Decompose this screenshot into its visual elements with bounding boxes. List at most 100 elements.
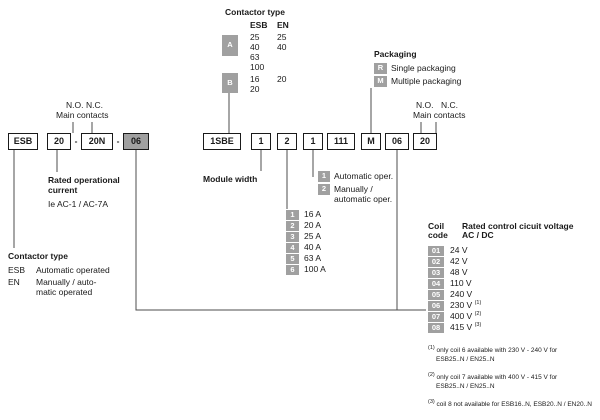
coil-code: 01: [428, 246, 444, 256]
footnote-1-marker: (1): [428, 344, 435, 351]
amperage-code: 6: [286, 265, 299, 275]
amperage-code: 5: [286, 254, 299, 264]
table-cell: 20: [250, 84, 260, 94]
packaging-label-multiple: Multiple packaging: [391, 76, 462, 86]
packaging-label-single: Single packaging: [391, 63, 456, 73]
amperage-code: 2: [286, 221, 299, 231]
footnote-3-marker: (3): [428, 398, 435, 405]
legend-code-esb: ESB: [8, 265, 26, 275]
table-cell: 25: [277, 32, 287, 42]
code-box-packaging: M: [361, 133, 381, 150]
table-cell: 63: [250, 52, 260, 62]
coil-code: 03: [428, 268, 444, 278]
coil-voltage-text: 240 V: [450, 289, 473, 299]
right-main-contacts-label: Main contacts: [413, 110, 466, 120]
operation-label-2a: Manually /: [334, 184, 373, 194]
coil-voltage: 400 V (2): [450, 311, 482, 322]
code-box-coil-left: 06: [123, 133, 149, 150]
amperage-label: 20 A: [304, 220, 322, 230]
top-contactor-type-table: Contactor type ESB EN A 25 25 40 40 63 1…: [222, 7, 347, 103]
coil-voltage-note: (1): [474, 300, 482, 307]
connector-left06-to-coil-table: [135, 150, 426, 311]
top-table-title: Contactor type: [225, 7, 285, 17]
coil-code: 07: [428, 312, 444, 322]
code-box-main-contacts-left: 20: [47, 133, 71, 150]
coil-code: 04: [428, 279, 444, 289]
right-no-label: N.O.: [416, 100, 434, 110]
coil-voltage-text: 24 V: [450, 245, 468, 255]
footnote-3-text: coil 8 not available for ESB16..N, ESB20…: [436, 401, 592, 408]
footnote-1: (1) only coil 6 available with 230 V - 2…: [428, 344, 558, 354]
amperage-label: 16 A: [304, 209, 322, 219]
code-dash: -: [116, 135, 120, 146]
code-box-esb: ESB: [8, 133, 38, 150]
operation-code-2: 2: [318, 184, 330, 195]
footnote-2-cont: ESB25..N / EN25..N: [436, 383, 495, 390]
code-box-coil-right: 06: [385, 133, 409, 150]
table-cell: 40: [277, 42, 287, 52]
coil-header-1b: code: [428, 230, 448, 240]
module-width-label: Module width: [203, 174, 258, 184]
legend-label-en-2: matic operated: [36, 287, 93, 297]
coil-voltage: 415 V (3): [450, 322, 482, 333]
coil-voltage-text: 110 V: [450, 278, 472, 288]
packaging-code-m: M: [374, 76, 387, 87]
left-no-label: N.O.: [66, 100, 84, 110]
amperage-label: 100 A: [304, 264, 326, 274]
coil-voltage: 42 V: [450, 256, 468, 267]
table-cell: 25: [250, 32, 260, 42]
amperage-label: 40 A: [304, 242, 322, 252]
coil-code: 02: [428, 257, 444, 267]
right-nc-label: N.C.: [441, 100, 458, 110]
amperage-code: 4: [286, 243, 299, 253]
coil-voltage-note: (3): [474, 322, 482, 329]
table-cell: 40: [250, 42, 260, 52]
code-box-20n: 20N: [81, 133, 113, 150]
packaging-title: Packaging: [374, 49, 417, 59]
table-cell: 100: [250, 62, 265, 72]
amperage-code: 1: [286, 210, 299, 220]
footnote-1-text: only coil 6 available with 230 V - 240 V…: [436, 347, 558, 354]
coil-code: 08: [428, 323, 444, 333]
code-box-main-contacts-right: 20: [413, 133, 437, 150]
code-box-current: 2: [277, 133, 297, 150]
coil-voltage-text: 42 V: [450, 256, 468, 266]
coil-voltage: 230 V (1): [450, 300, 482, 311]
footnote-2-text: only coil 7 available with 400 V - 415 V…: [436, 374, 558, 381]
rated-current-sub: Ie AC-1 / AC-7A: [48, 199, 108, 209]
coil-voltage-text: 230 V: [450, 300, 473, 310]
coil-voltage: 240 V: [450, 289, 473, 300]
legend-code-en: EN: [8, 277, 20, 287]
amperage-code: 3: [286, 232, 299, 242]
left-nc-label: N.C.: [86, 100, 103, 110]
rated-current-title-2: current: [48, 185, 78, 195]
coil-voltage-text: 48 V: [450, 267, 468, 277]
legend-title: Contactor type: [8, 251, 68, 261]
code-box-1sbe: 1SBE: [203, 133, 241, 150]
operation-label-2b: automatic oper.: [334, 194, 393, 204]
operation-label-1: Automatic oper.: [334, 171, 394, 181]
code-box-111: 111: [327, 133, 355, 150]
left-main-contacts-label: Main contacts: [56, 110, 109, 120]
operation-code-1: 1: [318, 171, 330, 182]
footnote-2-marker: (2): [428, 371, 435, 378]
coil-voltage: 48 V: [450, 267, 468, 278]
coil-code: 06: [428, 301, 444, 311]
coil-voltage-note: (2): [474, 311, 482, 318]
group-b-box: B: [222, 73, 238, 93]
table-cell: 16: [250, 74, 260, 84]
footnote-3: (3) coil 8 not available for ESB16..N, E…: [428, 398, 592, 408]
top-table-header-en: EN: [277, 20, 289, 30]
coil-voltage: 110 V: [450, 278, 472, 289]
top-table-header-esb: ESB: [250, 20, 268, 30]
group-a-box: A: [222, 35, 238, 56]
packaging-code-r: R: [374, 63, 387, 74]
code-dash: -: [74, 135, 78, 146]
table-cell: 20: [277, 74, 287, 84]
coil-header-2b: AC / DC: [462, 230, 494, 240]
coil-voltage: 24 V: [450, 245, 468, 256]
code-box-module-width: 1: [251, 133, 271, 150]
legend-label-en-1: Manually / auto-: [36, 277, 97, 287]
amperage-label: 63 A: [304, 253, 322, 263]
